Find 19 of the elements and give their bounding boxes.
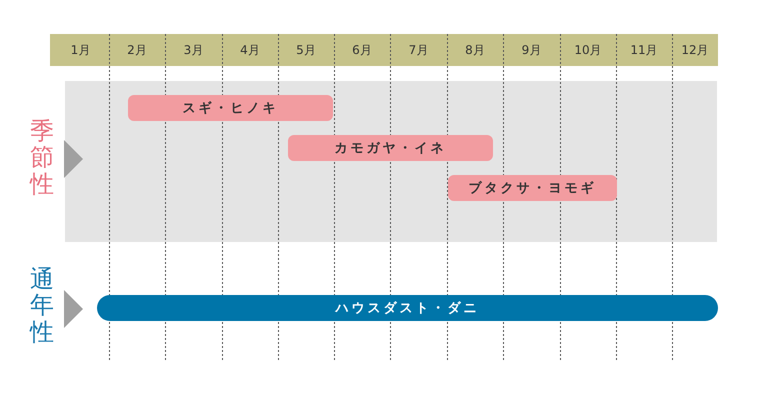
month-label: 7月 xyxy=(408,42,430,59)
seasonal-bar: ブタクサ・ヨモギ xyxy=(448,175,617,201)
month-label: 10月 xyxy=(573,42,603,59)
month-label: 4月 xyxy=(239,42,261,59)
month-label: 9月 xyxy=(520,42,542,59)
year-round-label: 通年性 xyxy=(30,266,54,346)
month-label: 2月 xyxy=(126,42,148,59)
month-label: 11月 xyxy=(629,42,659,59)
seasonal-bar: カモガヤ・イネ xyxy=(288,135,493,161)
month-label: 1月 xyxy=(70,42,92,59)
month-label: 6月 xyxy=(351,42,373,59)
month-label: 8月 xyxy=(464,42,486,59)
month-label: 12月 xyxy=(680,42,710,59)
month-label: 3月 xyxy=(182,42,204,59)
month-label: 5月 xyxy=(295,42,317,59)
seasonal-bar: スギ・ヒノキ xyxy=(128,95,333,121)
year-round-bar: ハウスダスト・ダニ xyxy=(97,295,718,321)
seasonal-panel xyxy=(65,81,717,242)
seasonal-label: 季節性 xyxy=(30,118,54,198)
